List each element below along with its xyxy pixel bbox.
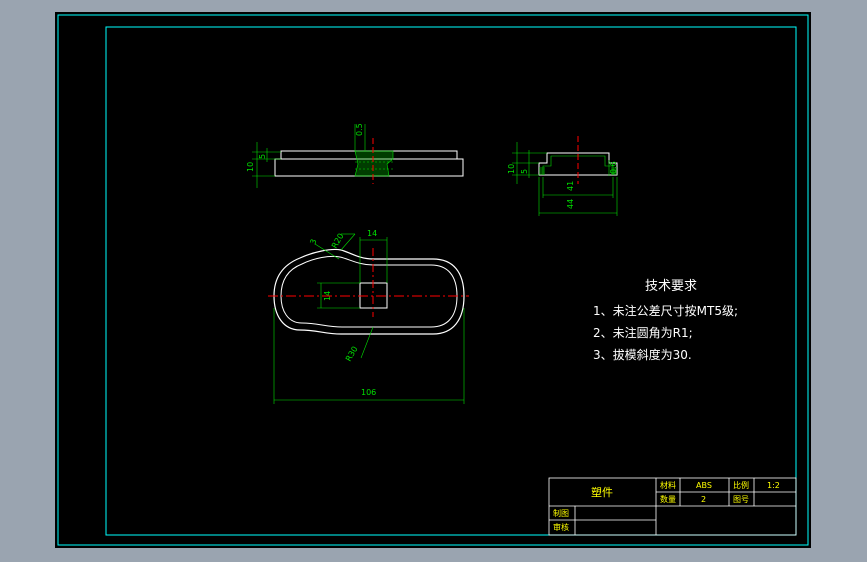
plan-hole-height: 14 <box>323 291 332 301</box>
note-item-1: 1、未注公差尺寸按MT5级; <box>593 303 738 318</box>
cad-viewport[interactable]: 10 5 0.5 10 5 0.6 41 44 <box>55 12 811 548</box>
front-view <box>252 124 464 188</box>
part-name: 塑件 <box>591 485 613 499</box>
notes-title: 技术要求 <box>645 279 697 294</box>
front-total-height: 10 <box>246 162 255 172</box>
side-view <box>512 136 618 216</box>
scale-value: 1:2 <box>767 481 780 490</box>
outer-border <box>57 14 809 546</box>
front-step-height: 5 <box>258 154 267 159</box>
title-block <box>548 477 797 536</box>
side-step-height: 5 <box>520 169 529 174</box>
quantity-value: 2 <box>701 495 706 504</box>
drawing-no-label: 图号 <box>733 495 749 504</box>
quantity-label: 数量 <box>660 494 676 504</box>
note-item-3: 3、拔模斜度为30. <box>593 347 692 362</box>
side-total-height: 10 <box>507 164 516 174</box>
cad-drawing: 10 5 0.5 10 5 0.6 41 44 <box>57 14 809 546</box>
drawn-label: 制图 <box>553 508 569 518</box>
checked-label: 审核 <box>553 522 569 532</box>
front-top-offset: 0.5 <box>355 123 364 136</box>
plan-hole-width: 14 <box>367 229 377 238</box>
note-item-2: 2、未注圆角为R1; <box>593 325 693 340</box>
material-label: 材料 <box>660 480 676 490</box>
side-width-outer: 44 <box>566 199 575 209</box>
side-width-inner: 41 <box>566 181 575 191</box>
plan-view <box>268 233 469 404</box>
scale-label: 比例 <box>733 480 749 490</box>
side-inner-value: 0.6 <box>609 161 618 174</box>
plan-radius-bottom: R30 <box>344 345 360 363</box>
inner-border <box>105 26 797 536</box>
plan-left-small: 3 <box>308 238 318 246</box>
material-value: ABS <box>696 481 712 490</box>
plan-total-length: 106 <box>361 388 376 397</box>
